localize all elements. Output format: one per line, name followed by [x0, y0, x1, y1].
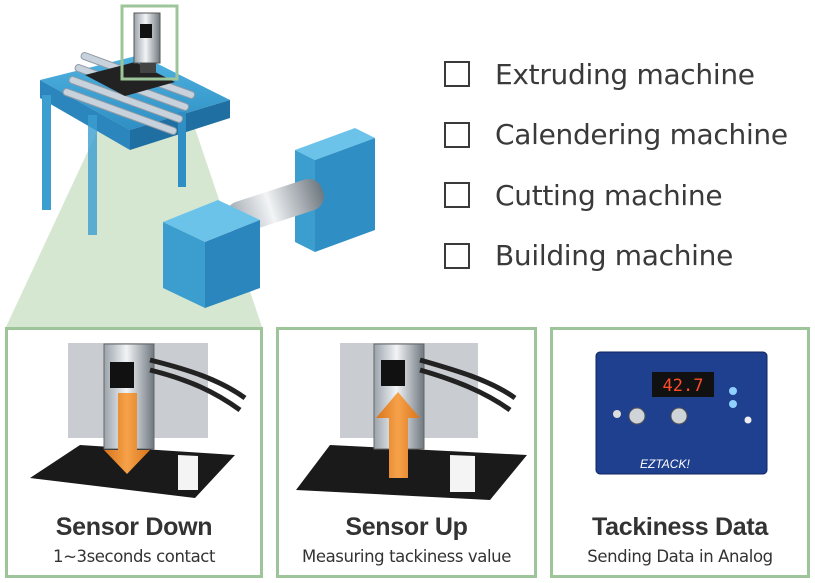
check-label: Extruding machine	[495, 57, 755, 91]
check-item-building: Building machine	[444, 226, 804, 287]
device-display-value: 42.7	[663, 376, 704, 396]
panel-subtitle: Measuring tackiness value	[301, 547, 511, 566]
checkbox-icon	[444, 242, 470, 269]
cutting-machine	[163, 128, 375, 308]
check-label: Building machine	[495, 239, 734, 273]
checkbox-icon	[444, 61, 470, 88]
check-item-cutting: Cutting machine	[444, 165, 804, 226]
check-item-extruding: Extruding machine	[444, 44, 804, 105]
machine-checklist: Extruding machine Calendering machine Cu…	[444, 44, 804, 286]
panel-sensor-down: Sensor Down 1~3seconds contact	[5, 327, 263, 578]
panel-title: Sensor Down	[55, 513, 213, 541]
panel-sensor-up: Sensor Up Measuring tackiness value	[276, 327, 537, 578]
device-brand-text: EZTACK!	[640, 457, 690, 471]
panel-tackiness-data: Tackiness Data Sending Data in Analog	[550, 327, 810, 578]
sensor-up-illustration	[296, 343, 527, 500]
panel-subtitle: Sending Data in Analog	[587, 547, 773, 566]
panel-title: Tackiness Data	[592, 513, 768, 541]
machine-sensor	[133, 12, 161, 73]
conveyor-machine	[40, 52, 230, 235]
panel-subtitle: 1~3seconds contact	[52, 547, 216, 566]
checkbox-icon	[444, 182, 470, 209]
check-label: Calendering machine	[495, 118, 788, 152]
check-label: Cutting machine	[495, 178, 723, 212]
sensor-highlight-box	[120, 4, 179, 81]
checkbox-icon	[444, 121, 470, 148]
check-item-calendering: Calendering machine	[444, 105, 804, 166]
tackiness-device: 42.7 EZTACK!	[595, 351, 768, 475]
panel-title: Sensor Up	[345, 513, 468, 541]
sensor-down-illustration	[30, 343, 247, 498]
